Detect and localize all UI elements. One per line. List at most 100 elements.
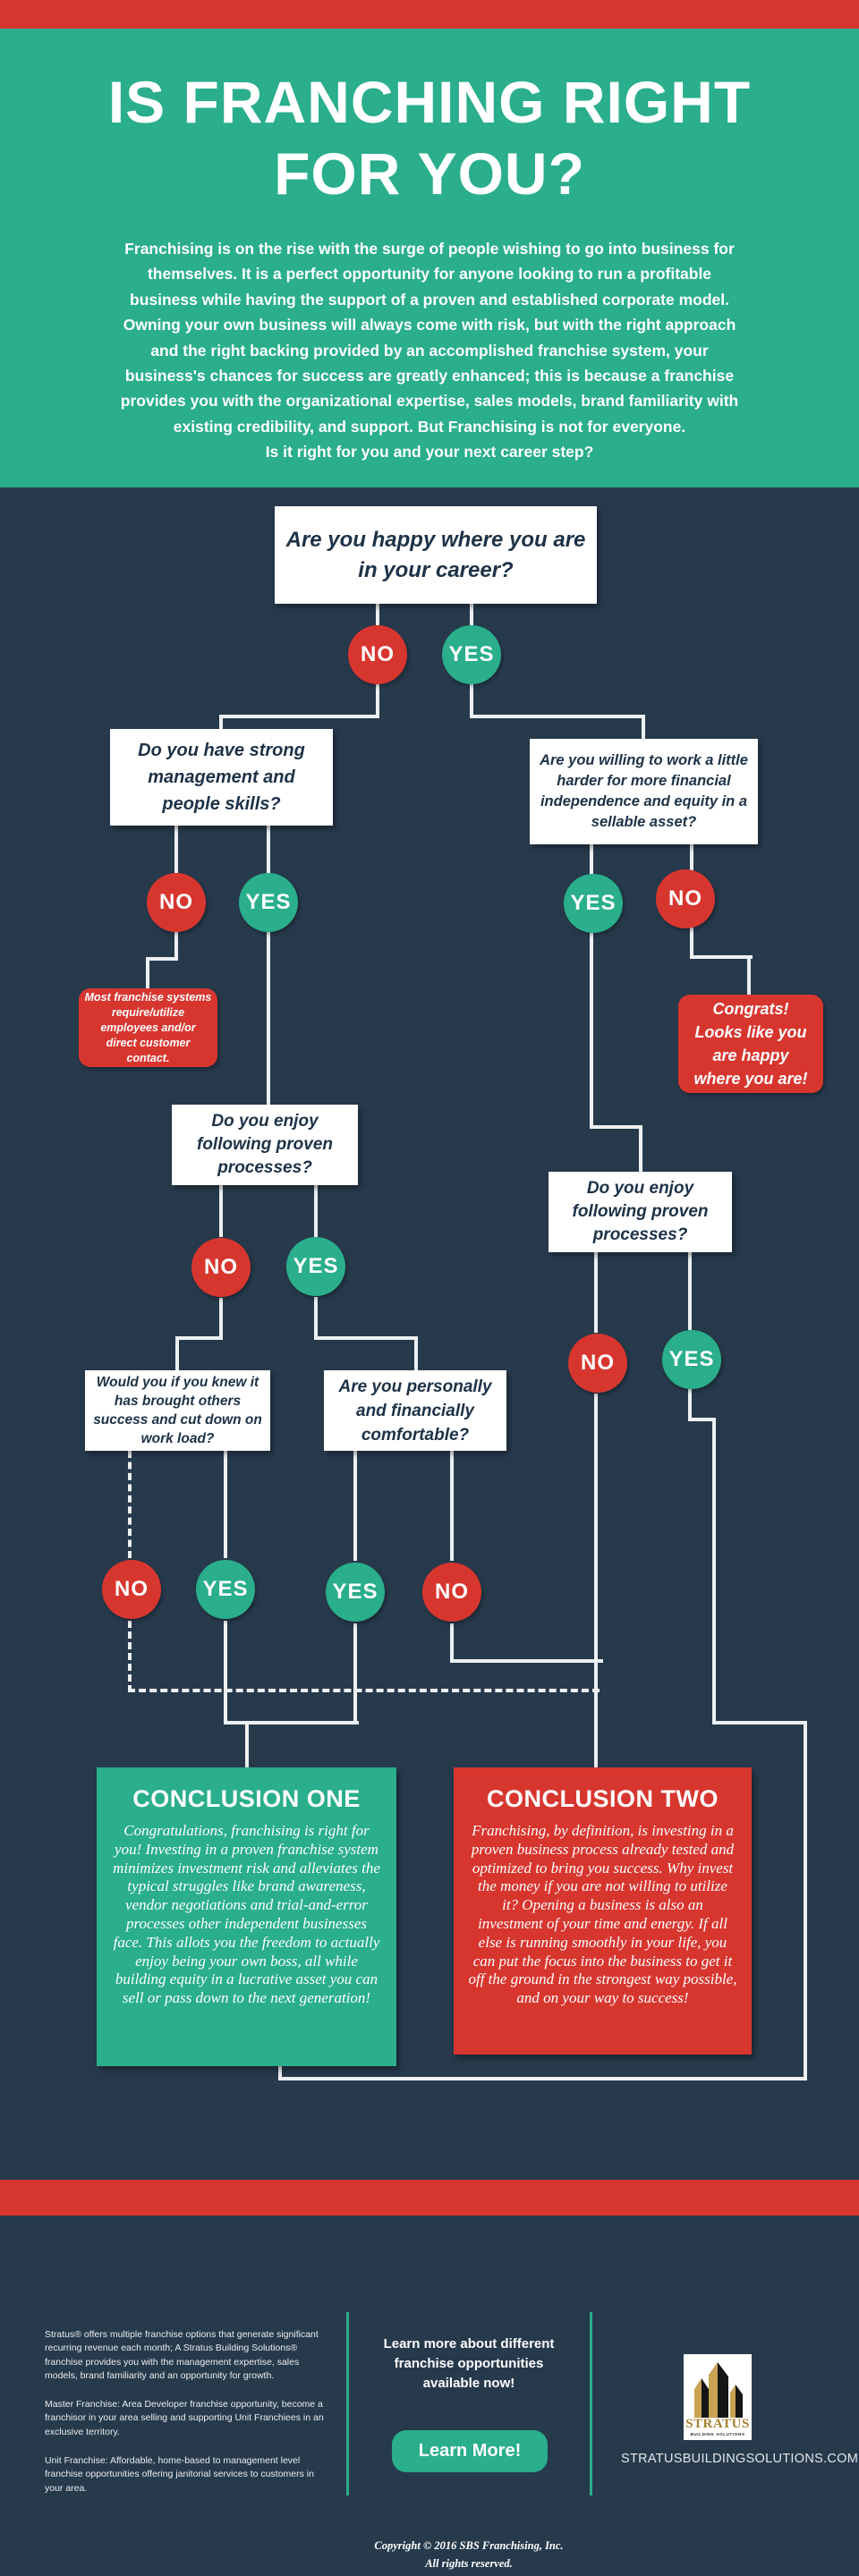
connector-line (688, 1252, 692, 1330)
connector-line (450, 1451, 454, 1561)
stratus-logo-tagline: BUILDING SOLUTIONS (690, 2432, 745, 2436)
connector-line (642, 715, 645, 739)
footer-paragraph-unit-franchise: Unit Franchise: Affordable, home-based t… (45, 2455, 314, 2494)
answer-yes-career: YES (442, 625, 501, 684)
connector-line (804, 1721, 807, 2080)
connector-line (590, 843, 593, 875)
note-employees: Most franchise systems require/utilize e… (79, 988, 217, 1067)
question-proven-processes-left: Do you enjoy following proven processes? (172, 1105, 358, 1185)
connector-line (219, 715, 379, 718)
answer-no-processes-left: NO (191, 1238, 251, 1297)
answer-yes-management: YES (239, 873, 298, 932)
footer-divider-right (590, 2312, 592, 2496)
learn-more-button[interactable]: Learn More! (392, 2430, 548, 2472)
connector-line (278, 2066, 282, 2077)
connector-line (314, 1336, 418, 1340)
connector-line-dashed (128, 1689, 600, 1692)
footer-cta-heading: Learn more about different franchise opp… (383, 2336, 555, 2391)
connector-line (219, 1185, 223, 1237)
connector-line (414, 1336, 418, 1370)
footer-divider-left (346, 2312, 349, 2496)
connector-line (224, 1621, 227, 1724)
question-career: Are you happy where you are in your care… (275, 506, 597, 604)
page-title: IS FRANCHING RIGHT FOR YOU? (107, 69, 752, 207)
connector-line (224, 1451, 227, 1558)
answer-yes-processes-right: YES (662, 1330, 721, 1389)
footer-paragraph-master-franchise: Master Franchise: Area Developer franchi… (45, 2399, 324, 2437)
connector-line (639, 1125, 642, 1172)
answer-no-processes-right: NO (568, 1334, 627, 1393)
conclusion-two-box: CONCLUSION TWO Franchising, by definitio… (454, 1767, 752, 2055)
stratus-logo: STRATUS BUILDING SOLUTIONS (684, 2354, 752, 2440)
footer-about-column: Stratus® offers multiple franchise optio… (45, 2328, 326, 2511)
footer-accent-bar (0, 2180, 859, 2216)
question-work-harder: Are you willing to work a little harder … (530, 739, 758, 844)
connector-line (267, 826, 270, 873)
connector-line (688, 1418, 716, 1421)
answer-yes-processes-left: YES (286, 1237, 345, 1296)
stratus-logo-name: STRATUS (685, 2417, 750, 2431)
question-comfortable: Are you personally and financially comfo… (324, 1370, 506, 1451)
connector-line (747, 955, 751, 995)
connector-line (175, 1336, 179, 1370)
header-section: IS FRANCHING RIGHT FOR YOU? Franchising … (0, 29, 859, 487)
answer-no-comfortable: NO (422, 1563, 481, 1622)
note-congrats: Congrats! Looks like you are happy where… (678, 995, 823, 1093)
connector-line (590, 1125, 642, 1129)
question-would-you: Would you if you knew it has brought oth… (85, 1370, 270, 1451)
answer-yes-would-you: YES (196, 1560, 255, 1619)
top-accent-bar (0, 0, 859, 29)
connector-line (219, 1298, 223, 1340)
answer-no-career: NO (348, 625, 407, 684)
connector-line (245, 1721, 249, 1767)
answer-no-work-harder: NO (656, 869, 715, 928)
connector-line (690, 928, 693, 959)
connector-line-dashed (128, 1451, 132, 1558)
connector-line (376, 604, 379, 625)
conclusion-one-title: CONCLUSION ONE (132, 1785, 361, 1812)
connector-line (314, 1185, 318, 1237)
connector-line (450, 1659, 603, 1663)
connector-line (314, 1297, 318, 1340)
answer-no-would-you: NO (102, 1560, 161, 1619)
question-management-skills: Do you have strong management and people… (110, 729, 333, 826)
conclusion-one-body: Congratulations, franchising is right fo… (113, 1822, 380, 2007)
connector-line (353, 1623, 357, 1724)
connector-line (175, 1336, 223, 1340)
answer-yes-work-harder: YES (564, 874, 623, 933)
connector-line (594, 1394, 598, 1767)
connector-line (278, 2077, 807, 2080)
question-proven-processes-right: Do you enjoy following proven processes? (549, 1172, 732, 1252)
connector-line (590, 933, 593, 1129)
conclusion-two-body: Franchising, by definition, is investing… (468, 1822, 737, 2007)
connector-line (690, 955, 753, 959)
connector-line (224, 1721, 359, 1724)
connector-line (594, 1252, 598, 1333)
connector-line (690, 843, 693, 870)
connector-line (376, 684, 379, 718)
connector-line (688, 1389, 692, 1421)
connector-line (450, 1623, 454, 1663)
connector-line (267, 932, 270, 1105)
answer-yes-comfortable: YES (326, 1563, 385, 1622)
connector-line (470, 604, 473, 625)
connector-line (174, 826, 178, 873)
intro-paragraph: Franchising is on the rise with the surg… (120, 240, 739, 462)
conclusion-one-box: CONCLUSION ONE Congratulations, franchis… (97, 1767, 396, 2066)
connector-line (146, 957, 178, 961)
connector-line (470, 715, 645, 718)
connector-line (712, 1418, 716, 1724)
connector-line-dashed (128, 1621, 132, 1692)
website-url: STRATUSBUILDINGSOLUTIONS.COM (621, 2452, 859, 2466)
connector-line (174, 932, 178, 961)
connector-line (219, 715, 223, 729)
copyright-text: Copyright © 2016 SBS Franchising, Inc. A… (374, 2539, 564, 2570)
connector-line (353, 1451, 357, 1561)
stratus-buildings-icon (694, 2362, 743, 2418)
conclusion-two-title: CONCLUSION TWO (487, 1785, 719, 1812)
connector-line (146, 957, 149, 988)
connector-line (470, 684, 473, 718)
answer-no-management: NO (147, 873, 206, 932)
footer-paragraph-stratus: Stratus® offers multiple franchise optio… (45, 2329, 319, 2381)
